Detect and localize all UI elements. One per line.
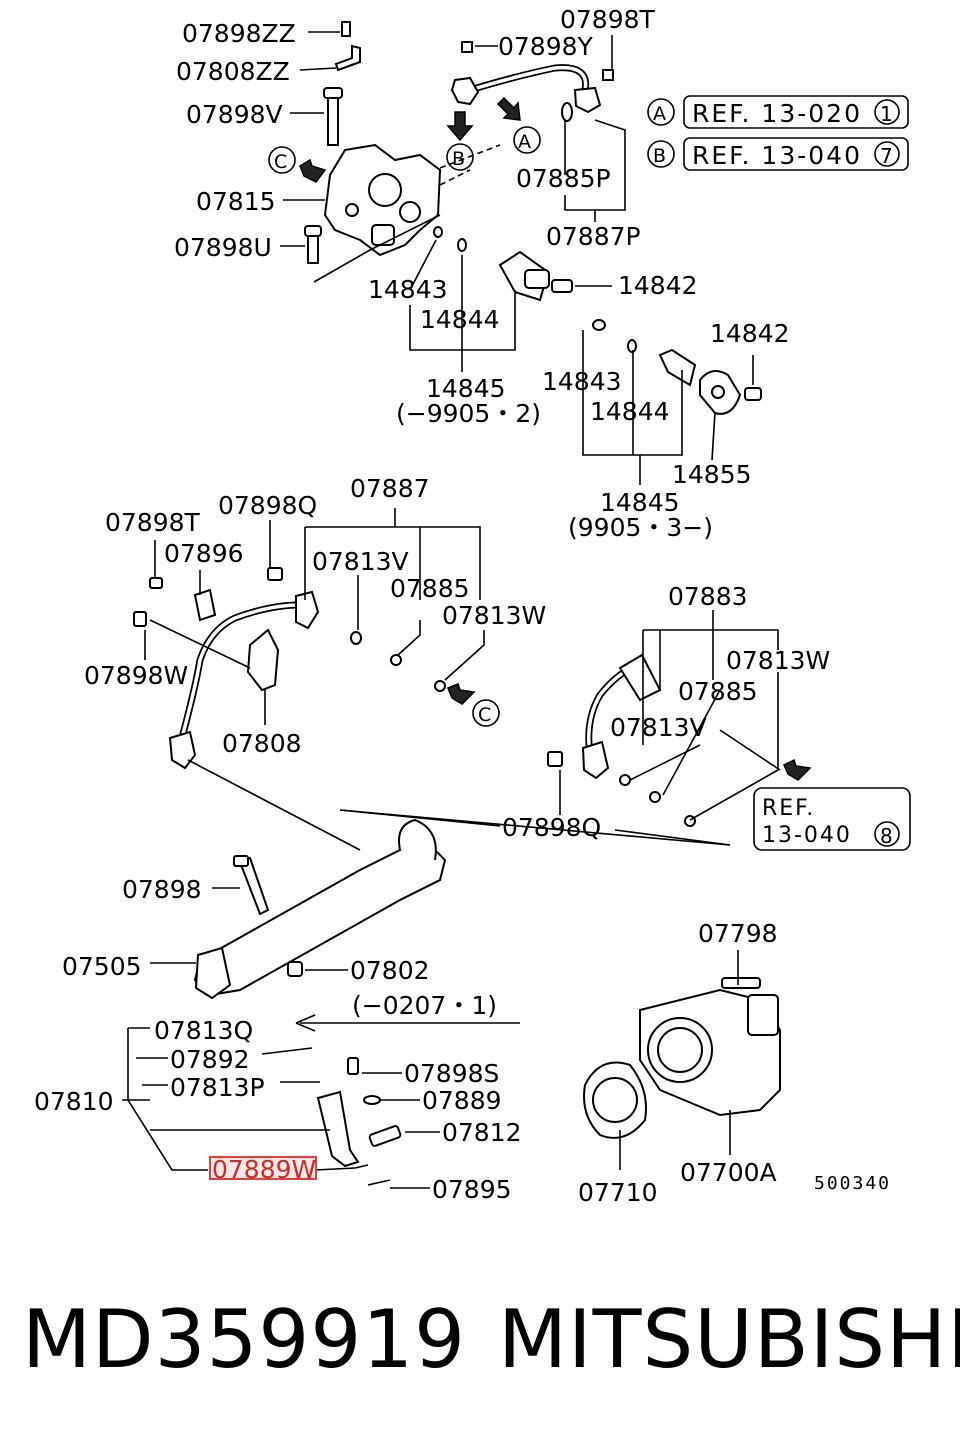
callout-c-top: C (274, 151, 287, 173)
label-07808: 07808 (222, 729, 302, 758)
label-07883: 07883 (668, 582, 748, 611)
ref-c-num: 8 (880, 824, 893, 848)
label-07898U: 07898U (174, 233, 272, 262)
reference-boxes: A REF. 13-020 1 B REF. 13-040 7 REF. 13-… (647, 95, 911, 851)
label-14843-a: 14843 (368, 275, 448, 304)
label-07898ZZ: 07898ZZ (182, 19, 296, 48)
label-14845-a-range: (−9905・2) (396, 399, 541, 428)
label-07898T-mid: 07898T (105, 508, 201, 537)
label-07815: 07815 (196, 187, 276, 216)
label-07810: 07810 (34, 1087, 114, 1116)
label-07813W-b: 07813W (726, 646, 830, 675)
label-07700A: 07700A (680, 1158, 777, 1187)
label-07898Q-a: 07898Q (218, 491, 317, 520)
label-07898: 07898 (122, 875, 202, 904)
injector-assembly (316, 1057, 402, 1186)
label-14844-a: 14844 (420, 305, 500, 334)
label-14844-b: 14844 (590, 397, 670, 426)
footer: MD359919 MITSUBISHI (0, 1290, 960, 1400)
label-07898T-top: 07898T (560, 5, 656, 34)
highlight-box (209, 1156, 317, 1180)
label-07887P: 07887P (546, 222, 641, 251)
label-07885-a: 07885 (390, 574, 470, 603)
label-07802: 07802 (350, 956, 430, 985)
ref-b-text: REF. 13-040 (692, 141, 862, 170)
fuel-pipe-left (133, 567, 476, 770)
label-14855: 14855 (672, 460, 752, 489)
label-07505: 07505 (62, 952, 142, 981)
ref-a-letter: A (653, 103, 666, 125)
label-07896: 07896 (164, 539, 244, 568)
throttle-body (583, 977, 781, 1139)
label-07898W: 07898W (84, 661, 188, 690)
label-07898S: 07898S (404, 1059, 499, 1088)
throttle-assembly-top (299, 21, 614, 302)
label-07710: 07710 (578, 1178, 658, 1207)
label-07889: 07889 (422, 1086, 502, 1115)
ref-a-text: REF. 13-020 (692, 99, 862, 128)
part-number: MD359919 (22, 1293, 467, 1386)
ref-b-letter: B (653, 145, 666, 167)
ref-b-num: 7 (880, 144, 893, 168)
label-07892: 07892 (170, 1045, 250, 1074)
fuel-rail (193, 818, 447, 1000)
label-07813Q: 07813Q (154, 1016, 253, 1045)
parts-diagram: 07898ZZ 07808ZZ 07898V 07815 07898U 0789… (34, 5, 911, 1207)
label-14843-b: 14843 (542, 367, 622, 396)
label-07813P: 07813P (170, 1073, 265, 1102)
brand-name: MITSUBISHI (498, 1293, 960, 1386)
label-07812: 07812 (442, 1118, 522, 1147)
callout-c-mid: C (478, 704, 491, 726)
label-14842-b: 14842 (710, 319, 790, 348)
label-07798: 07798 (698, 919, 778, 948)
label-07808ZZ: 07808ZZ (176, 57, 290, 86)
label-07898Y: 07898Y (498, 32, 594, 61)
callouts: A B C C (268, 126, 541, 727)
part-labels: 07898ZZ 07808ZZ 07898V 07815 07898U 0789… (34, 5, 891, 1207)
label-14845-b-range: (9905・3−) (568, 513, 713, 542)
ref-c-line1: REF. (762, 796, 815, 821)
label-07813W-a: 07813W (442, 601, 546, 630)
label-14845-b: 14845 (600, 488, 680, 517)
label-14842-a: 14842 (618, 271, 698, 300)
label-07889W-highlighted[interactable]: 07889W (212, 1155, 316, 1184)
label-0207-range: (−0207・1) (352, 991, 497, 1020)
label-07898Q-b: 07898Q (502, 813, 601, 842)
label-07813V-a: 07813V (312, 547, 409, 576)
label-07885P: 07885P (516, 164, 611, 193)
label-07898V: 07898V (186, 100, 283, 129)
label-07885-b: 07885 (678, 677, 758, 706)
label-07895: 07895 (432, 1175, 512, 1204)
diagram-code: 500340 (814, 1173, 891, 1194)
callout-b: B (452, 148, 465, 170)
ref-a-num: 1 (880, 102, 893, 126)
leader-lines (122, 31, 781, 1189)
sensor-assembly-b (592, 319, 762, 415)
label-14845-a: 14845 (426, 374, 506, 403)
callout-a: A (518, 131, 531, 153)
label-07887: 07887 (350, 474, 430, 503)
ref-c-line2: 13-040 (762, 823, 852, 848)
label-07813V-b: 07813V (610, 713, 707, 742)
